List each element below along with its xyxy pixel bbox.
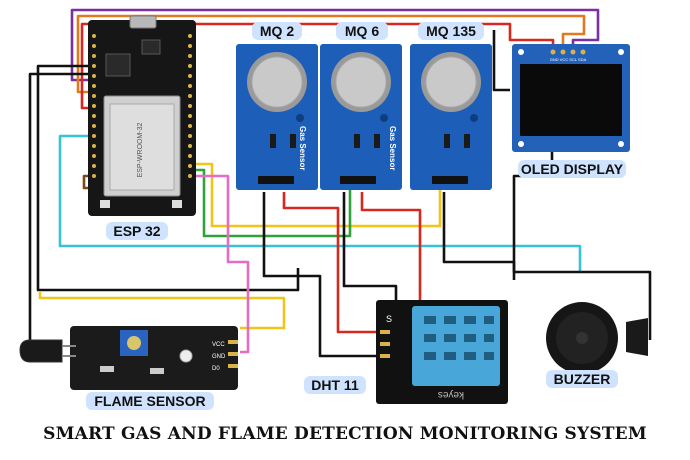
mq135-module: Gas Sensor [388, 44, 492, 190]
flame-gnd-text: GND [212, 354, 226, 360]
wire-black-mq135 [442, 192, 516, 280]
wire-black-left2 [28, 72, 92, 350]
wire-purple [70, 8, 600, 82]
label-buzzer: BUZZER [554, 371, 611, 387]
buzzer-module [546, 302, 648, 374]
dht11-module: S keyes [376, 300, 508, 404]
wire-black-mq2 [262, 192, 380, 358]
diagram-title: SMART GAS AND FLAME DETECTION MONITORING… [43, 424, 647, 444]
oled-display-module: GND VCC SCL SDA [512, 44, 630, 152]
label-mq2: MQ 2 [260, 23, 294, 39]
label-oled: OLED DISPLAY [521, 161, 624, 177]
mq2-module: Gas Sensor [214, 44, 318, 190]
wires [28, 8, 652, 358]
label-mq6: MQ 6 [345, 23, 379, 39]
esp32-board: ESP-WROOM-32 [88, 15, 196, 216]
wire-green [194, 168, 352, 238]
mq135-gas-sensor-text: Gas Sensor [388, 126, 397, 170]
wire-red-dht [282, 192, 380, 334]
component-labels: MQ 2 MQ 6 MQ 135 OLED DISPLAY ESP 32 FLA… [86, 22, 626, 410]
label-esp32: ESP 32 [113, 223, 160, 239]
wire-black-mq6 [342, 192, 398, 300]
wire-black-top [492, 30, 510, 92]
flame-vcc-text: VCC [212, 342, 225, 348]
wire-red-dht2 [360, 192, 422, 300]
label-dht11: DHT 11 [311, 377, 359, 393]
oled-pin-labels: GND VCC SCL SDA [550, 57, 587, 62]
label-flame-sensor: FLAME SENSOR [94, 393, 205, 409]
wire-pink [194, 174, 250, 354]
flame-sensor-module: VCC GND D0 [19, 326, 238, 390]
mq6-gas-sensor-text: Gas Sensor [298, 126, 307, 170]
wire-yellow [194, 162, 442, 228]
dht-s-pin-text: S [386, 314, 392, 324]
label-mq135: MQ 135 [426, 23, 476, 39]
esp-chip-text: ESP-WROOM-32 [137, 122, 144, 177]
dht-keyes-text: keyes [438, 389, 464, 400]
mq2-gas-sensor-text: Gas Sensor [214, 126, 223, 170]
mq6-module: Gas Sensor [298, 44, 402, 190]
wire-black-left [36, 64, 300, 292]
wire-cyan [58, 134, 582, 272]
flame-d0-text: D0 [212, 366, 220, 372]
esp-right-pins [188, 34, 192, 178]
wire-yellow-2 [38, 292, 286, 330]
wire-red-oled [80, 22, 555, 110]
wire-orange [76, 14, 586, 94]
esp-left-pins [92, 34, 96, 178]
